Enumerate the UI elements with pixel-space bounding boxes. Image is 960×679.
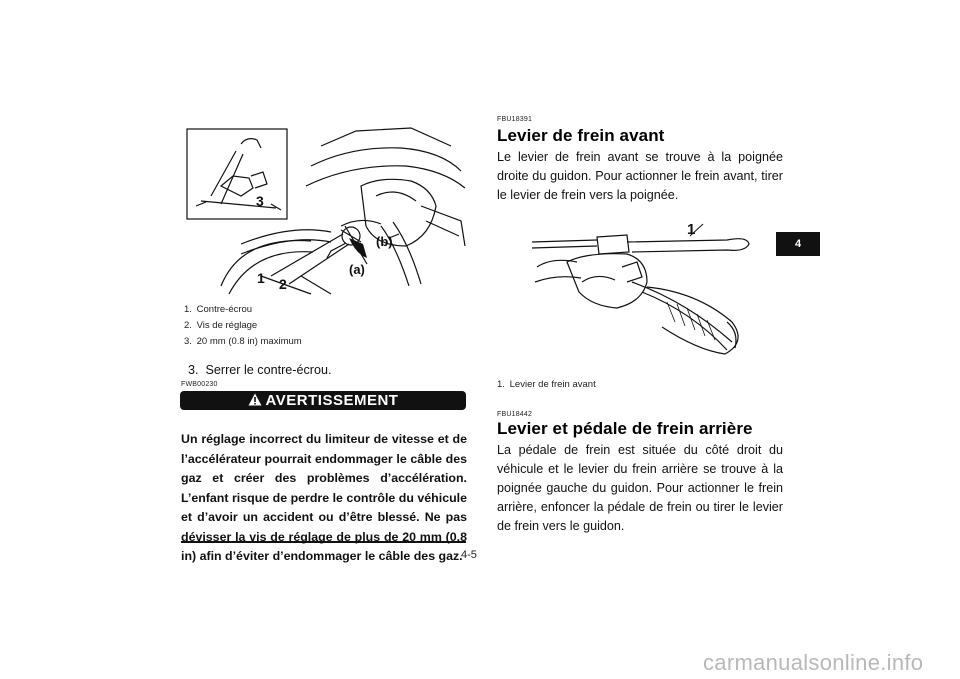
callout-3: 3	[256, 193, 264, 209]
page-number: 4-5	[461, 549, 477, 561]
step-3: 3. Serrer le contre-écrou.	[188, 363, 332, 377]
warning-triangle-icon	[248, 392, 262, 411]
warning-text: Un réglage incorrect du limiteur de vite…	[181, 432, 467, 563]
caption-item: 2. Vis de réglage	[184, 320, 258, 331]
watermark: carmanualsonline.info	[703, 650, 924, 675]
warning-rule	[181, 541, 466, 543]
callout-a: (a)	[349, 262, 365, 277]
figure1-caption: 1. Contre-écrou 2. Vis de réglage 3. 20 …	[184, 302, 302, 350]
callout-b: (b)	[376, 234, 393, 249]
section-title-rear-brake: Levier et pédale de frein arrière	[497, 419, 753, 438]
warning-label: AVERTISSEMENT	[265, 392, 399, 409]
throttle-limiter-illustration: 3 1 2 (a) (b)	[186, 127, 466, 295]
figure2-caption: 1. Levier de frein avant	[497, 377, 596, 393]
callout-1: 1	[257, 270, 265, 286]
step-text: Serrer le contre-écrou.	[205, 363, 332, 377]
caption-item: 1. Levier de frein avant	[497, 379, 596, 390]
section-text-rear-brake: La pédale de frein est située du côté dr…	[497, 443, 783, 533]
section-title-front-brake: Levier de frein avant	[497, 126, 665, 145]
chapter-tab: 4	[776, 232, 820, 256]
section-code: FBU18391	[497, 116, 533, 123]
caption-item: 1. Contre-écrou	[184, 304, 253, 315]
caption-item: 3. 20 mm (0.8 in) maximum	[184, 336, 302, 347]
callout-2: 2	[279, 276, 287, 292]
warning-code: FWB00230	[181, 381, 218, 388]
callout-1: 1	[687, 222, 695, 238]
front-brake-lever-illustration: 1	[531, 222, 750, 355]
section-text-front-brake: Le levier de frein avant se trouve à la …	[497, 150, 783, 202]
warning-header: AVERTISSEMENT	[180, 391, 466, 410]
section-code: FBU18442	[497, 411, 533, 418]
step-number: 3.	[188, 363, 199, 377]
